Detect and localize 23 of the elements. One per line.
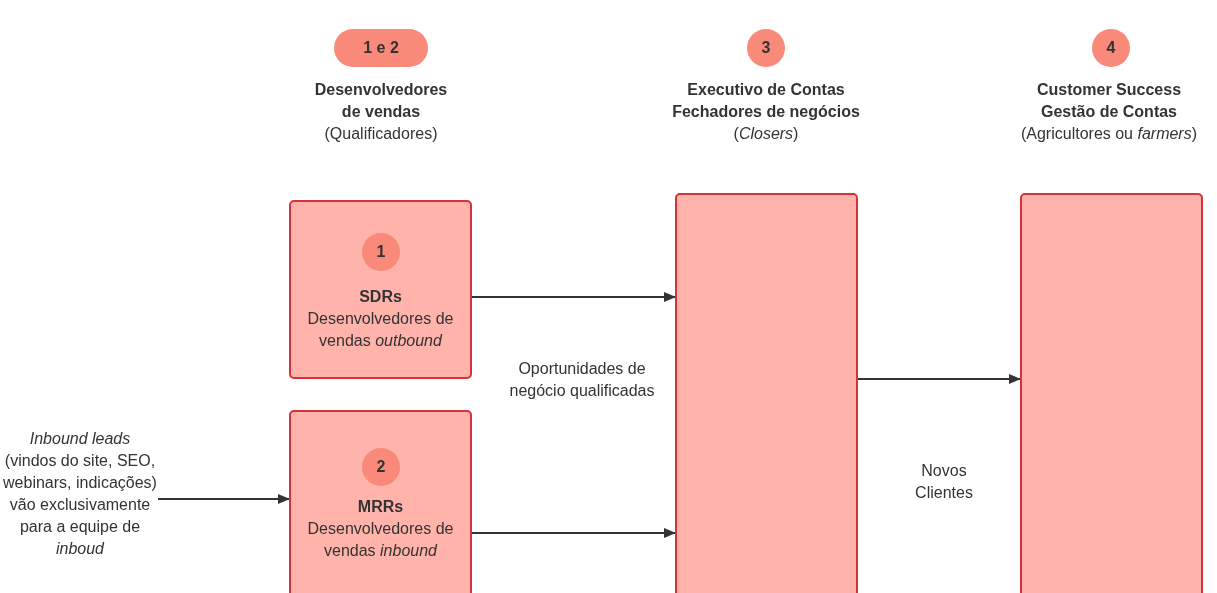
arrow [157, 494, 290, 504]
number-badge: 4 [1092, 29, 1130, 67]
flow-label: Oportunidades de negócio qualificadas [508, 359, 656, 401]
number-badge: 1 e 2 [334, 29, 428, 67]
role-title: MRRs [357, 497, 404, 517]
arrow [471, 528, 676, 538]
flow-label: Novos Clientes [914, 461, 974, 503]
role-description: Desenvolvedores de vendas inbound [306, 519, 455, 561]
arrow [857, 374, 1021, 384]
column-subtitle: (Closers) [733, 124, 799, 144]
role-box [289, 410, 472, 593]
role-title: SDRs [359, 287, 402, 307]
column-subtitle: (Qualificadores) [324, 124, 438, 144]
column-heading: Desenvolvedores de vendas [313, 80, 449, 122]
role-description: Desenvolvedores de vendas outbound [306, 309, 455, 351]
arrow [471, 292, 676, 302]
role-box [289, 200, 472, 379]
number-badge: 3 [747, 29, 785, 67]
column-heading: Executivo de Contas Fechadores de negócios [671, 80, 861, 122]
column-subtitle: (Agricultores ou farmers) [1020, 124, 1198, 144]
source-note: Inbound leads (vindos do site, SEO, webinars, indicações) vão exclusivamente para a equipe de inboud [2, 428, 158, 586]
role-box [1020, 193, 1203, 593]
role-box [675, 193, 858, 593]
